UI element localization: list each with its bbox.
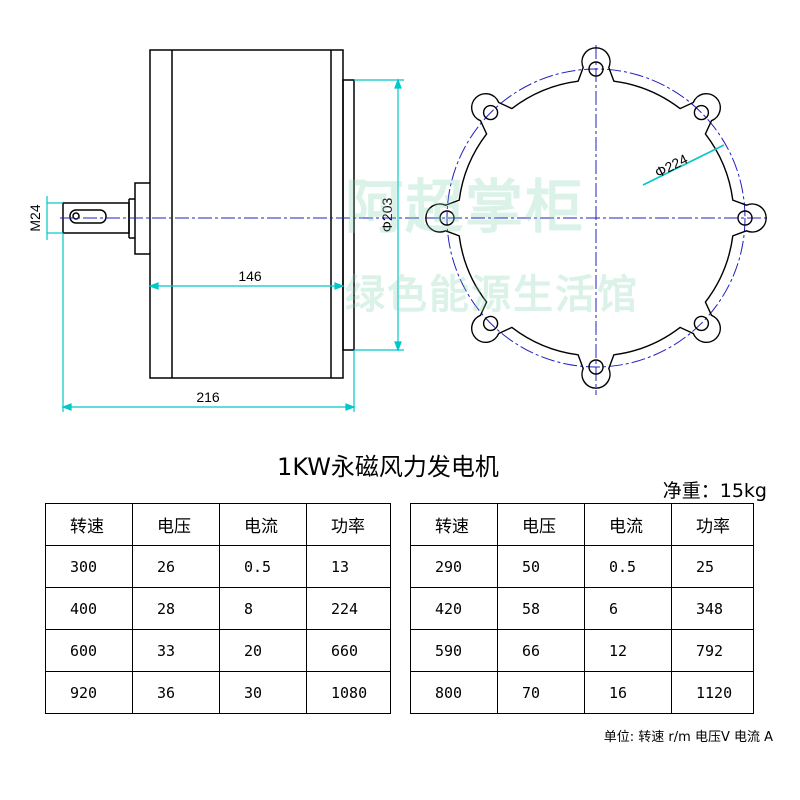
dim-203-arrow-bottom: [394, 341, 402, 352]
cell-speed: 400: [45, 587, 133, 630]
bolt-circle-label: Φ224: [652, 151, 690, 181]
header-current: 电流: [584, 503, 672, 546]
cell-power: 792: [671, 629, 754, 672]
diameter-label: Φ203: [379, 198, 395, 233]
header-voltage: 电压: [132, 503, 220, 546]
table-row: 600 33 20 660: [45, 629, 391, 672]
cell-speed: 290: [410, 545, 498, 588]
cell-voltage: 66: [497, 629, 585, 672]
watermark-line1: 阿超掌柜: [345, 173, 586, 241]
dim-216-arrow-left: [61, 403, 72, 411]
bolt-hole: [588, 61, 604, 77]
cell-current: 12: [584, 629, 672, 672]
cell-current: 8: [219, 587, 307, 630]
spec-table-right: 转速 电压 电流 功率 290 50 0.5 25 420 58 6 348 5…: [410, 503, 754, 714]
table-row: 800 70 16 1120: [410, 671, 754, 714]
cell-current: 16: [584, 671, 672, 714]
header-power: 功率: [671, 503, 754, 546]
cell-power: 13: [306, 545, 391, 588]
spec-table-left: 转速 电压 电流 功率 300 26 0.5 13 400 28 8 224 6…: [45, 503, 391, 714]
cell-voltage: 36: [132, 671, 220, 714]
table-row: 420 58 6 348: [410, 587, 754, 630]
cell-power: 25: [671, 545, 754, 588]
dim-146-arrow-right: [334, 282, 345, 290]
dim-203-arrow-top: [394, 78, 402, 89]
cell-voltage: 28: [132, 587, 220, 630]
overall-length-label: 216: [196, 389, 220, 405]
bolt-hole: [482, 104, 499, 121]
bolt-hole: [588, 359, 604, 375]
dim-216-arrow-right: [345, 403, 356, 411]
keyway: [69, 209, 107, 224]
table-header-row: 转速 电压 电流 功率: [410, 503, 754, 546]
cell-current: 30: [219, 671, 307, 714]
header-voltage: 电压: [497, 503, 585, 546]
rear-flange: [342, 79, 355, 351]
table-row: 920 36 30 1080: [45, 671, 391, 714]
net-weight: 净重：15kg: [662, 480, 767, 502]
bolt-hole: [693, 104, 710, 121]
product-title: 1KW永磁风力发电机: [277, 453, 499, 481]
cell-power: 224: [306, 587, 391, 630]
shaft-size-label: M24: [27, 204, 43, 231]
technical-drawing: M24 146 216 Φ203 Φ224: [27, 45, 770, 412]
cell-speed: 300: [45, 545, 133, 588]
bolt-holes: [439, 61, 753, 375]
cell-speed: 800: [410, 671, 498, 714]
bolt-circle: [446, 68, 746, 368]
side-view-dimensions: [46, 78, 404, 412]
table-row: 590 66 12 792: [410, 629, 754, 672]
cell-speed: 420: [410, 587, 498, 630]
cell-speed: 920: [45, 671, 133, 714]
header-current: 电流: [219, 503, 307, 546]
cell-power: 348: [671, 587, 754, 630]
generator-body: [149, 49, 344, 379]
table-row: 290 50 0.5 25: [410, 545, 754, 588]
cell-current: 0.5: [219, 545, 307, 588]
cell-voltage: 70: [497, 671, 585, 714]
side-view: [62, 49, 355, 379]
cell-voltage: 58: [497, 587, 585, 630]
body-width-label: 146: [238, 268, 262, 284]
cell-voltage: 26: [132, 545, 220, 588]
bolt-hole: [737, 210, 753, 226]
bolt-circle-leader: [642, 144, 725, 186]
bolt-hole: [439, 210, 455, 226]
cell-speed: 590: [410, 629, 498, 672]
cell-current: 0.5: [584, 545, 672, 588]
cell-speed: 600: [45, 629, 133, 672]
shaft-center-hole: [72, 212, 80, 220]
table-header-row: 转速 电压 电流 功率: [45, 503, 391, 546]
bolt-hole: [693, 315, 710, 332]
cell-voltage: 50: [497, 545, 585, 588]
flange-outline: [425, 47, 767, 389]
bolt-hole: [482, 315, 499, 332]
table-row: 300 26 0.5 13: [45, 545, 391, 588]
cell-power: 1120: [671, 671, 754, 714]
table-row: 400 28 8 224: [45, 587, 391, 630]
cell-current: 20: [219, 629, 307, 672]
cell-voltage: 33: [132, 629, 220, 672]
cell-power: 1080: [306, 671, 391, 714]
cell-current: 6: [584, 587, 672, 630]
units-note: 单位: 转速 r/m 电压V 电流 A: [603, 730, 773, 745]
header-speed: 转速: [410, 503, 498, 546]
header-power: 功率: [306, 503, 391, 546]
dim-146-arrow-left: [148, 282, 159, 290]
header-speed: 转速: [45, 503, 133, 546]
watermark-line2: 绿色能源生活馆: [345, 272, 639, 318]
cell-power: 660: [306, 629, 391, 672]
